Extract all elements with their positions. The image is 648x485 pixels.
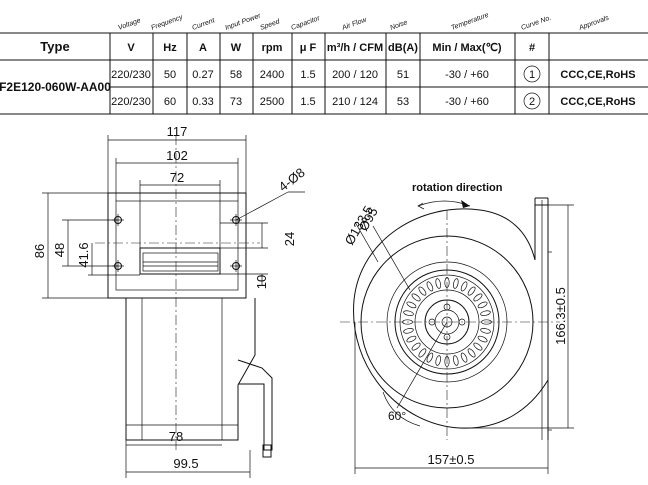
blade-slot [473,293,483,302]
hdr-airflow: Air Flow [340,16,368,32]
unit-noise: dB(A) [388,42,418,54]
dim-102: 102 [166,148,188,163]
blade-slot [418,286,427,296]
cell-approvals: CCC,CE,RoHS [560,96,635,108]
hdr-speed: Speed [259,18,281,32]
blade-slot [467,286,476,296]
model-name: F2E120-060W-AA00 [0,80,111,94]
cable-bracket [237,359,273,451]
cell-speed: 2400 [260,69,284,81]
hdr-capacitor: Capacitor [290,15,321,32]
fan-housing [125,298,256,441]
blade-slot [480,328,491,334]
hdr-type: Type [40,39,69,54]
blade-slot [418,348,427,358]
cell-voltage: 220/230 [111,69,151,81]
cell-noise: 51 [397,69,409,81]
cell-approvals: CCC,CE,RoHS [560,69,635,81]
hdr-approvals: Approvals [577,14,610,32]
cell-voltage: 220/230 [111,96,151,108]
cell-temperature: -30 / +60 [445,69,489,81]
blade-slot [403,328,414,334]
spec-table: Voltage Frequency Current Input Power Sp… [0,12,648,115]
hdr-temperature: Temperature [450,12,490,32]
holes-label: 4-Ø8 [276,165,308,195]
cell-curve: 2 [529,96,535,108]
hdr-input-power: Input Power [224,12,262,32]
blade-slot [426,281,434,292]
blade-slot [480,310,491,316]
dim-24: 24 [282,232,297,246]
hdr-curve-no: Curve No. [520,15,552,32]
cell-current: 0.33 [192,96,213,108]
cell-curve: 1 [529,69,535,81]
blade-slot [477,335,488,343]
mounting-flange [107,192,247,299]
unit-airflow: m³/h / CFM [327,42,383,54]
unit-current: A [199,42,207,54]
scroll-housing [353,204,549,429]
dim-48: 48 [52,243,67,257]
dim-10: 10 [254,275,269,289]
arrow-head-icon [461,200,470,208]
blade-slot [460,281,468,292]
dim-78: 78 [169,429,183,444]
blade-slot [453,278,459,289]
blade-slot [467,348,476,358]
blade-slot [411,293,421,302]
cell-noise: 53 [397,96,409,108]
blade-slot [406,301,417,309]
dim-166: 166.3±0.5 [553,287,568,345]
unit-speed: rpm [262,42,283,54]
blade-slot [453,355,459,366]
side-view: rotation direction Ø95 Ø133.5 166.3±0.5 … [340,182,574,474]
blade-slot [435,278,441,289]
hdr-frequency: Frequency [150,14,184,32]
rotation-label: rotation direction [412,182,503,194]
curve-circle [523,65,541,83]
outlet-opening [139,247,221,275]
hdr-noise: Noise [389,19,408,32]
dim-86: 86 [32,244,47,258]
cell-airflow: 210 / 124 [332,96,378,108]
dim-157: 157±0.5 [428,452,475,467]
table-row: 220/230 50 0.27 58 2400 1.5 200 / 120 51… [111,65,636,83]
blade-slot [477,301,488,309]
blade-slot [406,335,417,343]
blade-slot [403,310,414,316]
blade-slot [460,352,468,363]
cell-frequency: 60 [164,96,176,108]
unit-voltage: V [127,42,135,54]
dim-72: 72 [170,170,184,185]
cell-capacitor: 1.5 [300,96,315,108]
dim-41-6: 41.6 [76,242,91,267]
curve-circle [523,92,541,110]
cell-power: 73 [230,96,242,108]
dim-99-5: 99.5 [173,456,198,471]
unit-frequency: Hz [163,42,177,54]
cell-frequency: 50 [164,69,176,81]
dim-angle-60: 60° [388,409,406,423]
blade-slot [473,342,483,351]
table-row: 220/230 60 0.33 73 2500 1.5 210 / 124 53… [111,92,636,110]
blade-slot [426,352,434,363]
cell-airflow: 200 / 120 [332,69,378,81]
unit-temperature: Min / Max(℃) [432,42,502,54]
hdr-voltage: Voltage [117,17,142,32]
cell-power: 58 [230,69,242,81]
dim-117: 117 [167,124,188,139]
unit-power: W [231,42,242,54]
blade-slot [435,355,441,366]
unit-capacitor: μ F [300,42,317,54]
cell-speed: 2500 [260,96,284,108]
cell-temperature: -30 / +60 [445,96,489,108]
front-view: 117 102 72 4-Ø8 86 48 41.6 24 [32,124,308,478]
hdr-current: Current [191,17,216,32]
unit-curve: # [529,42,535,54]
cell-capacitor: 1.5 [300,69,315,81]
blade-slot [411,342,421,351]
cell-current: 0.27 [192,69,213,81]
